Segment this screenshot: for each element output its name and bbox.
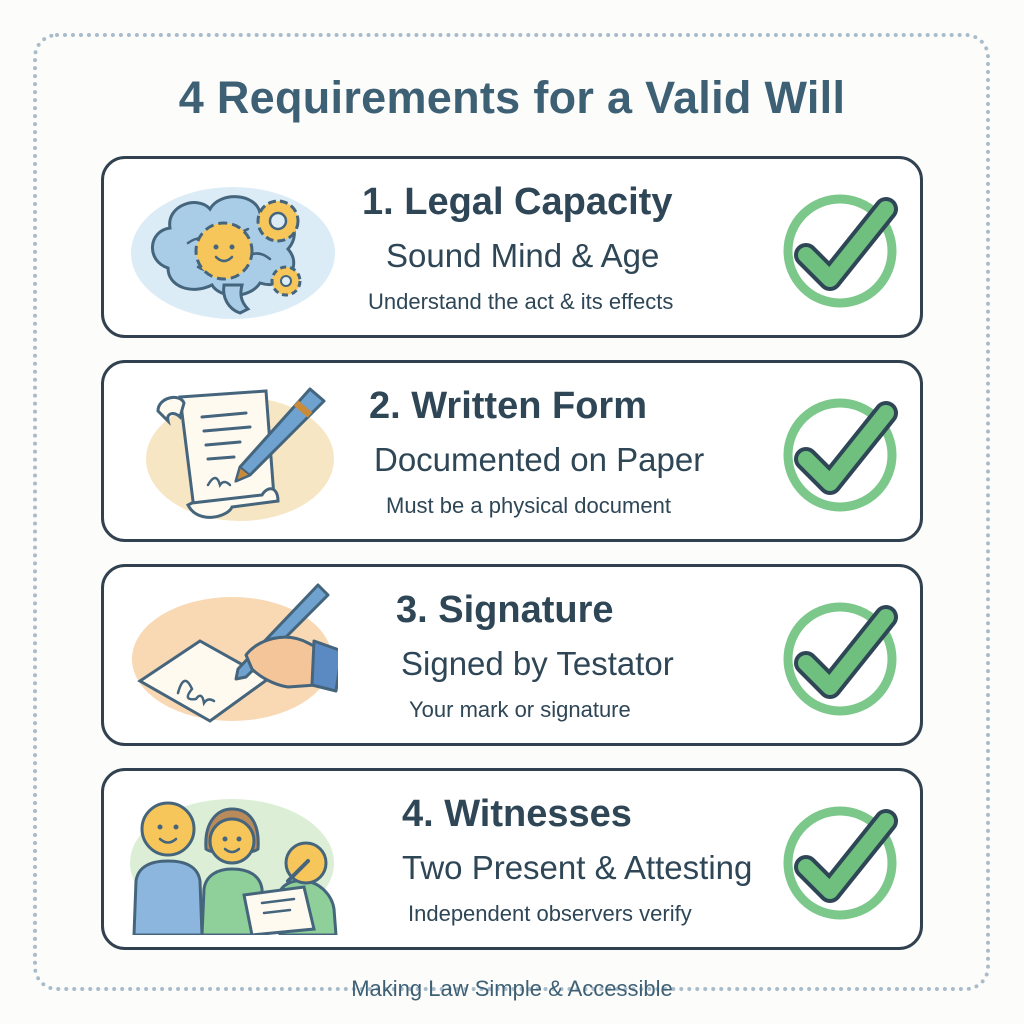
requirement-description: Independent observers verify [408, 901, 692, 926]
dotted-frame [33, 33, 990, 991]
requirement-description: Your mark or signature [409, 697, 631, 722]
checkmark-circle-icon [783, 398, 898, 512]
witnesses-icon [130, 799, 338, 935]
checkmark-circle-icon [783, 602, 898, 716]
requirement-heading: 1. Legal Capacity [362, 181, 673, 223]
requirement-card-written-form: 2. Written Form Documented on Paper Must… [101, 360, 923, 542]
requirement-description: Must be a physical document [386, 493, 671, 518]
requirement-heading: 2. Written Form [369, 385, 647, 427]
page-title: 4 Requirements for a Valid Will [178, 72, 846, 123]
requirement-subtitle: Signed by Testator [401, 645, 674, 682]
requirement-card-witnesses: 4. Witnesses Two Present & Attesting Ind… [101, 768, 923, 950]
requirement-card-legal-capacity: 1. Legal Capacity Sound Mind & Age Under… [101, 156, 923, 338]
scroll-pen-icon [146, 387, 334, 521]
requirement-heading: 4. Witnesses [402, 793, 632, 835]
requirement-subtitle: Documented on Paper [374, 441, 705, 478]
requirement-subtitle: Two Present & Attesting [402, 849, 753, 886]
footer-tagline: Making Law Simple & Accessible [351, 976, 673, 1001]
checkmark-circle-icon [783, 806, 898, 920]
hand-signing-icon [132, 583, 338, 723]
requirement-card-signature: 3. Signature Signed by Testator Your mar… [101, 564, 923, 746]
requirement-heading: 3. Signature [396, 589, 614, 631]
brain-gears-icon [131, 187, 335, 319]
checkmark-circle-icon [783, 194, 898, 308]
requirement-description: Understand the act & its effects [368, 289, 674, 314]
requirement-subtitle: Sound Mind & Age [386, 237, 660, 274]
